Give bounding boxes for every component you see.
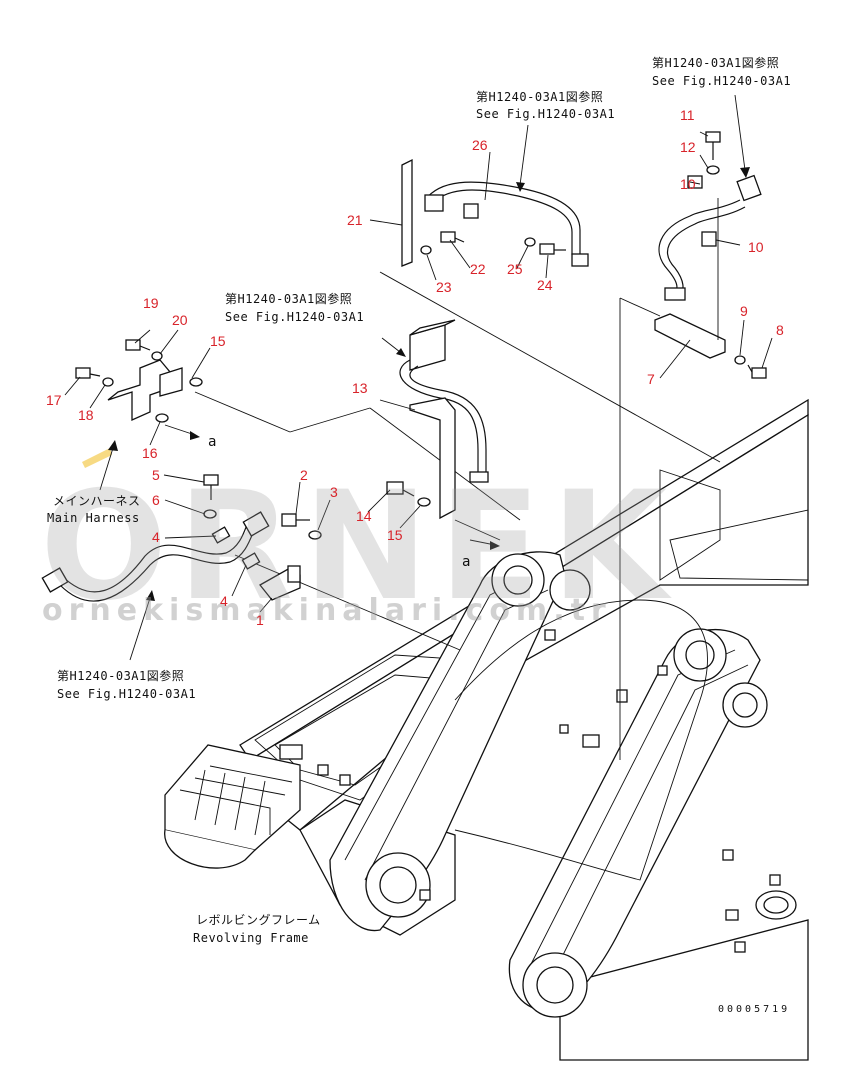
callout-2: 2 xyxy=(300,467,308,483)
reference-jp: 第H1240-03A1図参照 xyxy=(652,55,779,70)
reference-center-left: 第H1240-03A1図参照 See Fig.H1240-03A1 xyxy=(225,291,364,324)
watermark-logo: ORNEK xyxy=(40,460,677,634)
reference-top-right: 第H1240-03A1図参照 See Fig.H1240-03A1 xyxy=(652,55,791,88)
revolving-frame xyxy=(164,398,809,1061)
callout-16: 16 xyxy=(142,445,158,461)
harness-label: メインハーネス Main Harness xyxy=(47,494,141,525)
frame-label: レボルビングフレーム Revolving Frame xyxy=(193,913,321,945)
reference-en: See Fig.H1240-03A1 xyxy=(476,107,615,121)
reference-jp: 第H1240-03A1図参照 xyxy=(225,291,352,306)
drawing-code: 00005719 xyxy=(718,1004,790,1015)
callout-10b: 10 xyxy=(748,239,764,255)
callout-13: 13 xyxy=(352,380,368,396)
callout-11: 11 xyxy=(680,107,695,123)
callouts: 1 2 3 4 4 5 6 7 8 9 10 10 11 12 13 14 15… xyxy=(46,107,784,628)
leader-lines xyxy=(64,94,773,661)
callout-8: 8 xyxy=(776,322,784,338)
callout-26: 26 xyxy=(472,137,488,153)
callout-7: 7 xyxy=(647,371,655,387)
view-marker: a xyxy=(462,554,470,570)
callout-1: 1 xyxy=(256,612,264,628)
callout-4: 4 xyxy=(152,529,160,545)
frame-en: Revolving Frame xyxy=(193,931,309,945)
callout-15: 15 xyxy=(387,527,403,543)
harness-en: Main Harness xyxy=(47,511,140,525)
view-marker: a xyxy=(208,434,216,450)
callout-20: 20 xyxy=(172,312,188,328)
reference-bottom-left: 第H1240-03A1図参照 See Fig.H1240-03A1 xyxy=(57,668,196,701)
callout-21: 21 xyxy=(347,212,363,228)
reference-top-center: 第H1240-03A1図参照 See Fig.H1240-03A1 xyxy=(476,89,615,121)
watermark-url: ornekismakinalari.com.tr xyxy=(42,593,612,628)
callout-10: 10 xyxy=(680,176,696,192)
reference-jp: 第H1240-03A1図参照 xyxy=(57,668,184,683)
callout-24: 24 xyxy=(537,277,553,293)
callout-5: 5 xyxy=(152,467,160,483)
callout-17: 17 xyxy=(46,392,62,408)
reference-en: See Fig.H1240-03A1 xyxy=(57,687,196,701)
frame-jp: レボルビングフレーム xyxy=(196,913,321,927)
harness-upper-left xyxy=(41,339,521,651)
reference-jp: 第H1240-03A1図参照 xyxy=(476,89,603,104)
callout-14: 14 xyxy=(356,508,372,524)
callout-23: 23 xyxy=(436,279,452,295)
harness-top-center xyxy=(379,158,721,463)
reference-en: See Fig.H1240-03A1 xyxy=(652,74,791,88)
callout-19: 19 xyxy=(143,295,159,311)
callout-4b: 4 xyxy=(220,593,228,609)
callout-9: 9 xyxy=(740,303,748,319)
callout-12: 12 xyxy=(680,139,696,155)
callout-18: 18 xyxy=(78,407,94,423)
harness-center xyxy=(386,319,501,541)
callout-25: 25 xyxy=(507,261,523,277)
callout-15b: 15 xyxy=(210,333,226,349)
harness-jp: メインハーネス xyxy=(53,494,141,508)
harness-top-right xyxy=(619,131,767,760)
callout-3: 3 xyxy=(330,484,338,500)
callout-22: 22 xyxy=(470,261,486,277)
reference-en: See Fig.H1240-03A1 xyxy=(225,310,364,324)
callout-6: 6 xyxy=(152,492,160,508)
